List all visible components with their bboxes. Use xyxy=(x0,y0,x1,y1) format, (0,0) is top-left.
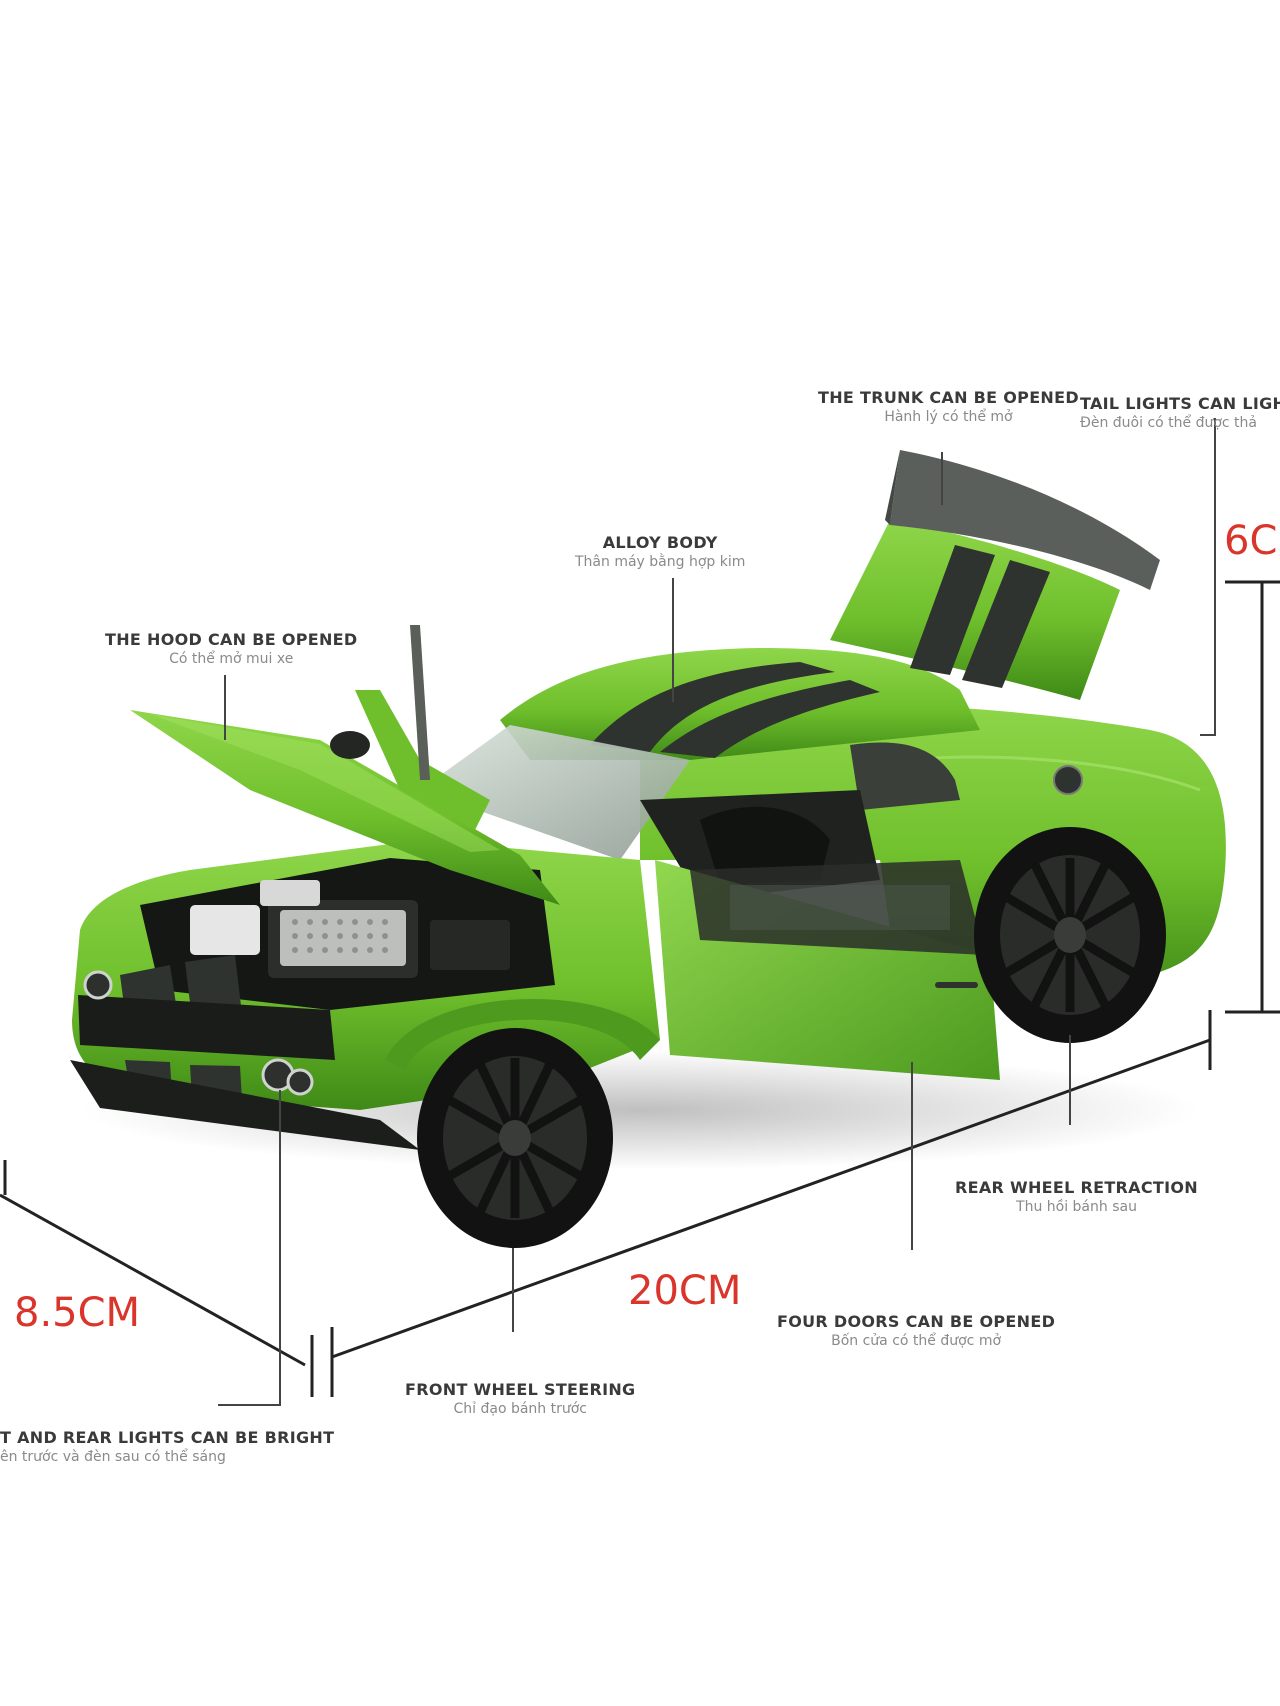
tail-lights-callout: TAIL LIGHTS CAN LIGH Đèn đuôi có thể đượ… xyxy=(1080,394,1280,431)
lights-callout-subtitle: ên trước và đèn sau có thể sáng xyxy=(0,1449,226,1465)
front-wheel-callout-title: FRONT WHEEL STEERING xyxy=(405,1380,636,1399)
doors-callout-title: FOUR DOORS CAN BE OPENED xyxy=(777,1312,1056,1331)
tail-lights-callout-line xyxy=(1200,418,1216,736)
trunk-stripe xyxy=(962,560,1050,688)
opened-trunk-lid xyxy=(830,520,1120,700)
rear-spoiler xyxy=(890,450,1160,590)
trunk-stripe xyxy=(910,545,995,675)
hood-callout-title: THE HOOD CAN BE OPENED xyxy=(105,630,358,649)
side-mirror xyxy=(330,731,370,759)
green-model-car xyxy=(70,450,1226,1248)
windshield xyxy=(420,725,690,860)
tail-lights-callout-subtitle: Đèn đuôi có thể được thả xyxy=(1080,415,1258,431)
alloy-body-callout-subtitle: Thân máy bằng hợp kim xyxy=(575,554,746,570)
lights-callout-line xyxy=(218,1090,281,1406)
rear-wheel-callout: REAR WHEEL RETRACTION Thu hồi bánh sau xyxy=(955,1178,1198,1215)
doors-callout: FOUR DOORS CAN BE OPENED Bốn cửa có thể … xyxy=(777,1312,1055,1349)
front-splitter xyxy=(70,1060,420,1150)
dimension-lines xyxy=(0,580,1280,1397)
tail-lights-callout-title: TAIL LIGHTS CAN LIGH xyxy=(1080,394,1280,413)
hood-callout: THE HOOD CAN BE OPENED Có thể mở mui xe xyxy=(105,630,358,667)
alloy-body-callout: ALLOY BODY Thân máy bằng hợp kim xyxy=(575,533,745,570)
height-dimension-label: 6C xyxy=(1224,518,1278,564)
headlight xyxy=(83,970,113,1000)
alloy-body-callout-title: ALLOY BODY xyxy=(602,533,718,552)
trunk-callout: THE TRUNK CAN BE OPENED Hành lý có thể m… xyxy=(818,388,1079,425)
trunk-callout-subtitle: Hành lý có thể mở xyxy=(884,409,1013,425)
length-dimension-label: 20CM xyxy=(628,1268,742,1314)
trunk-callout-title: THE TRUNK CAN BE OPENED xyxy=(818,388,1079,407)
fuel-cap xyxy=(1053,765,1083,795)
length-dimension-line xyxy=(331,1038,1211,1359)
front-wheel-callout: FRONT WHEEL STEERING Chỉ đạo bánh trước xyxy=(405,1380,635,1417)
front-wheel xyxy=(417,1028,613,1248)
lights-callout-title: T AND REAR LIGHTS CAN BE BRIGHT xyxy=(0,1428,335,1447)
rear-wheel-callout-title: REAR WHEEL RETRACTION xyxy=(955,1178,1198,1197)
front-grille xyxy=(78,995,335,1060)
roof-stripe xyxy=(590,662,835,752)
opened-upper-door xyxy=(355,690,490,830)
width-dimension-label: 8.5CM xyxy=(14,1290,141,1336)
width-dimension-line xyxy=(0,1193,306,1367)
roof-stripe xyxy=(660,680,880,758)
rear-side-window xyxy=(850,742,960,810)
callout-lines xyxy=(218,418,1216,1406)
lights-callout: T AND REAR LIGHTS CAN BE BRIGHT ên trước… xyxy=(0,1428,334,1465)
rear-wheel xyxy=(974,827,1166,1043)
front-wheel-callout-subtitle: Chỉ đạo bánh trước xyxy=(453,1401,587,1417)
hood-callout-subtitle: Có thể mở mui xe xyxy=(169,651,294,667)
doors-callout-subtitle: Bốn cửa có thể được mở xyxy=(831,1333,1002,1349)
opened-hood xyxy=(130,710,560,905)
headlight xyxy=(286,1068,314,1096)
rear-wheel-callout-subtitle: Thu hồi bánh sau xyxy=(1016,1199,1137,1215)
